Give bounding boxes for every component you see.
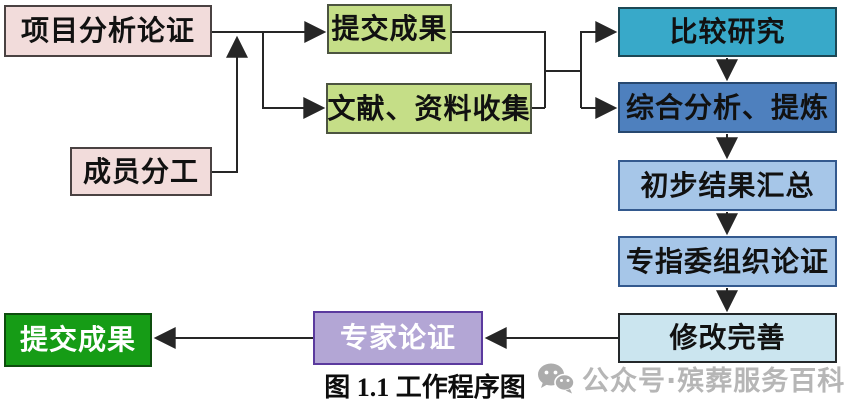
node-label: 项目分析论证 bbox=[20, 14, 195, 47]
watermark: 公众号·殡葬服务百科 bbox=[537, 359, 845, 398]
node-project-analysis: 项目分析论证 bbox=[4, 5, 212, 57]
node-label: 综合分析、提炼 bbox=[625, 90, 829, 124]
node-label: 专指委组织论证 bbox=[625, 244, 829, 278]
node-label: 成员分工 bbox=[82, 154, 199, 188]
node-literature-collection: 文献、资料收集 bbox=[326, 83, 532, 134]
node-label: 比较研究 bbox=[669, 15, 786, 48]
watermark-text: 公众号·殡葬服务百科 bbox=[582, 366, 845, 397]
node-expert-review: 专家论证 bbox=[313, 311, 483, 365]
node-submit-results: 提交成果 bbox=[327, 4, 452, 54]
node-label: 专家论证 bbox=[339, 321, 456, 354]
node-label: 修改完善 bbox=[669, 321, 786, 354]
node-label: 初步结果汇总 bbox=[640, 168, 815, 202]
node-final-submission: 提交成果 bbox=[4, 313, 152, 367]
node-preliminary-summary: 初步结果汇总 bbox=[618, 160, 837, 211]
node-label: 文献、资料收集 bbox=[327, 91, 531, 125]
node-revision: 修改完善 bbox=[618, 313, 837, 363]
node-analysis-refine: 综合分析、提炼 bbox=[618, 82, 837, 133]
node-comparative-research: 比较研究 bbox=[618, 7, 837, 57]
node-label: 提交成果 bbox=[331, 12, 448, 45]
node-member-division: 成员分工 bbox=[70, 147, 212, 196]
wechat-icon bbox=[538, 363, 575, 394]
node-label: 提交成果 bbox=[19, 323, 136, 356]
figure-caption: 图 1.1 工作程序图 bbox=[324, 373, 526, 402]
node-committee-review: 专指委组织论证 bbox=[618, 236, 837, 287]
